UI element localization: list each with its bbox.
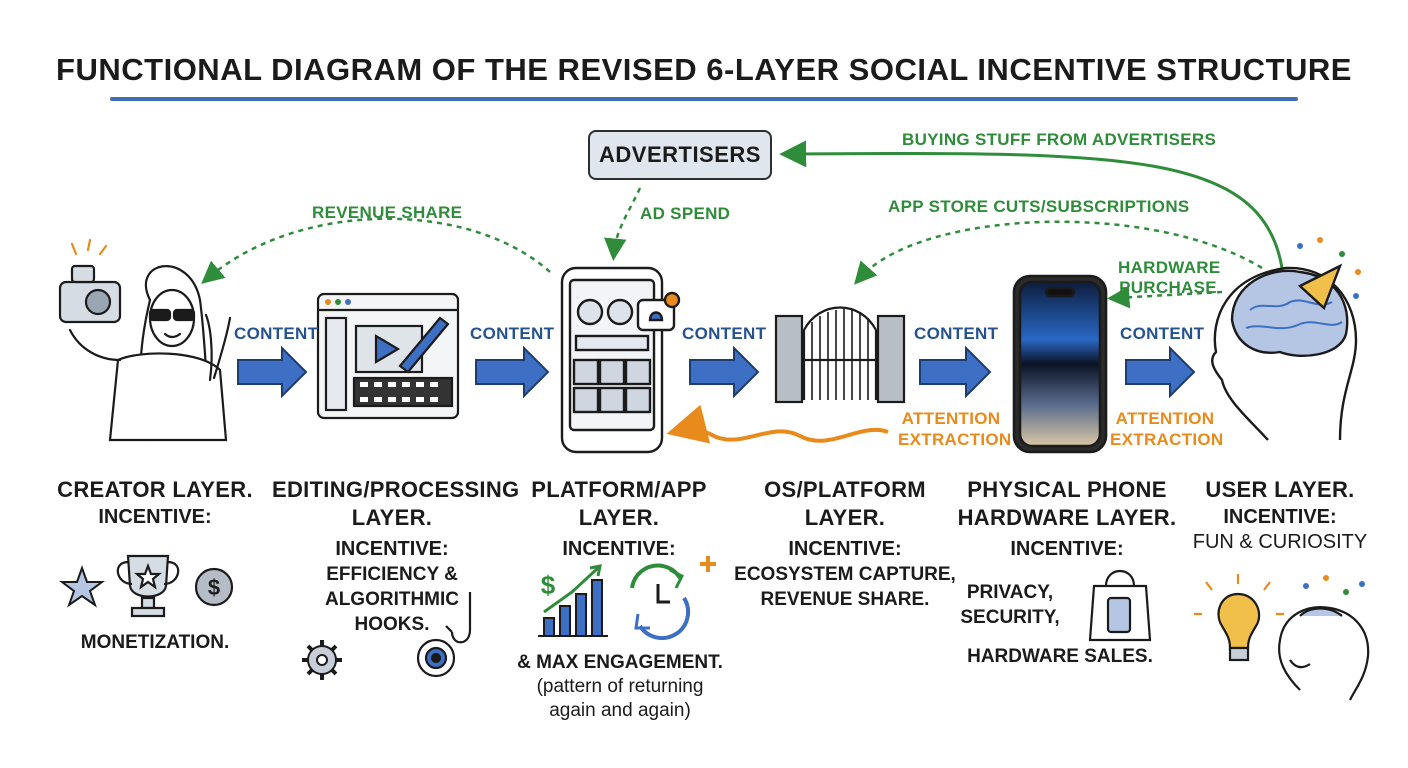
creator-incentive-text: MONETIZATION. <box>80 632 230 653</box>
content-label-3: CONTENT <box>682 324 767 343</box>
svg-text:$: $ <box>208 575 220 600</box>
buying-stuff-arrow <box>779 140 1284 269</box>
editing-incentive-line-1: EFFICIENCY & <box>326 564 458 585</box>
hardware-layer-caption: PHYSICAL PHONE HARDWARE LAYER. INCENTIVE… <box>952 476 1182 562</box>
hardware-purchase-line-2: PURCHASE <box>1119 278 1217 297</box>
content-label-4: CONTENT <box>914 324 999 343</box>
star-icon <box>59 565 105 608</box>
platform-incentive-block: & MAX ENGAGEMENT. (pattern of returning … <box>500 650 740 723</box>
os-incentive-line-1: ECOSYSTEM CAPTURE, <box>734 564 956 585</box>
platform-note-line-1: (pattern of returning <box>536 676 704 697</box>
title-underline <box>110 97 1298 101</box>
platform-incentive-label: INCENTIVE: <box>562 538 676 560</box>
attention-wave <box>666 404 889 444</box>
attention-line-2b: EXTRACTION <box>1110 430 1224 449</box>
creator-illustration <box>58 238 232 442</box>
hardware-incentive-line-3: HARDWARE SALES. <box>967 646 1153 667</box>
hardware-layer-title-2: HARDWARE LAYER. <box>957 505 1177 530</box>
content-label-5: CONTENT <box>1120 324 1205 343</box>
creator-layer-title: CREATOR LAYER. <box>57 477 253 502</box>
creator-layer-caption: CREATOR LAYER. INCENTIVE: <box>40 476 270 530</box>
os-layer-caption: OS/PLATFORM LAYER. INCENTIVE: ECOSYSTEM … <box>730 476 960 612</box>
user-incentive-label: INCENTIVE: <box>1223 506 1337 528</box>
attention-line-1a: ATTENTION <box>901 409 1001 428</box>
revenue-share-arrow <box>201 217 551 284</box>
os-layer-title-1: OS/PLATFORM <box>764 477 926 502</box>
os-incentive-line-2: REVENUE SHARE. <box>760 589 930 610</box>
editing-incentive-line-2: ALGORITHMIC <box>324 589 460 610</box>
platform-layer-caption: PLATFORM/APP LAYER. INCENTIVE: <box>506 476 732 562</box>
editing-layer-title-2: LAYER. <box>351 505 433 530</box>
cycle-clock-icon <box>630 556 716 641</box>
platform-incentive-text: & MAX ENGAGEMENT. <box>517 652 723 673</box>
svg-text:$: $ <box>541 570 556 600</box>
editing-incentive-label: INCENTIVE: <box>335 538 449 560</box>
editing-layer-title-1: EDITING/PROCESSING <box>272 477 520 502</box>
hardware-incentive-label: INCENTIVE: <box>1010 538 1124 560</box>
app-store-cuts-label: APP STORE CUTS/SUBSCRIPTIONS <box>888 197 1190 216</box>
buying-stuff-label: BUYING STUFF FROM ADVERTISERS <box>902 130 1217 149</box>
content-arrows <box>237 345 1196 399</box>
hardware-incentive-block: PRIVACY, SECURITY, <box>950 580 1070 630</box>
growth-chart-icon: $ <box>538 564 608 637</box>
user-incentive-text: FUN & CURIOSITY <box>1192 531 1368 553</box>
ad-spend-label: AD SPEND <box>640 204 731 223</box>
trophy-icon <box>116 554 180 618</box>
os-incentive-label: INCENTIVE: <box>788 538 902 560</box>
eye-icon <box>416 638 456 678</box>
user-layer-title: USER LAYER. <box>1205 477 1355 502</box>
content-arrow-3 <box>689 345 760 399</box>
content-arrow-1 <box>237 345 308 399</box>
gear-icon <box>302 640 342 680</box>
user-head-illustration <box>1211 237 1361 441</box>
platform-note-line-2: again and again) <box>549 700 691 721</box>
ad-spend-arrow <box>604 187 642 261</box>
content-arrow-4 <box>919 345 992 399</box>
advertisers-box: ADVERTISERS <box>588 130 772 180</box>
creator-incentive-label: INCENTIVE: <box>98 506 212 528</box>
editing-layer-caption: EDITING/PROCESSING LAYER. INCENTIVE: EFF… <box>272 476 520 637</box>
platform-layer-title-1: PLATFORM/APP <box>531 477 707 502</box>
content-label-2: CONTENT <box>470 324 555 343</box>
editing-incentive-line-3: HOOKS. <box>354 614 430 635</box>
os-layer-title-2: LAYER. <box>804 505 886 530</box>
platform-phone-illustration <box>560 266 681 454</box>
editing-illustration <box>316 292 460 420</box>
platform-layer-title-2: LAYER. <box>578 505 660 530</box>
revenue-share-label: REVENUE SHARE <box>312 203 463 222</box>
content-arrow-5 <box>1125 345 1196 399</box>
os-gate-illustration <box>774 306 906 404</box>
hardware-incentive-line-2: SECURITY, <box>960 607 1060 628</box>
attention-line-1b: EXTRACTION <box>898 430 1012 449</box>
content-label-1: CONTENT <box>234 324 319 343</box>
content-arrow-2 <box>475 345 550 399</box>
app-store-arrow <box>854 220 1263 285</box>
hardware-phone-illustration <box>1012 274 1108 454</box>
coin-icon: $ <box>194 567 234 607</box>
shopping-bag-icon <box>1088 570 1152 642</box>
page-title: FUNCTIONAL DIAGRAM OF THE REVISED 6-LAYE… <box>56 52 1352 87</box>
hardware-purchase-label: HARDWARE PURCHASE <box>1118 258 1221 298</box>
attention-extraction-label-1: ATTENTION EXTRACTION <box>898 408 1012 450</box>
user-layer-caption: USER LAYER. INCENTIVE: FUN & CURIOSITY <box>1170 476 1390 555</box>
hardware-purchase-line-1: HARDWARE <box>1118 258 1221 277</box>
fishhook-icon <box>445 592 472 644</box>
hardware-layer-title-1: PHYSICAL PHONE <box>967 477 1167 502</box>
attention-line-2a: ATTENTION <box>1115 409 1215 428</box>
happy-head-icon <box>1278 575 1370 701</box>
hardware-incentive-line-1: PRIVACY, <box>966 582 1054 603</box>
hardware-purchase-arrow <box>1107 286 1223 309</box>
attention-extraction-label-2: ATTENTION EXTRACTION <box>1110 408 1224 450</box>
lightbulb-icon <box>1194 574 1284 662</box>
